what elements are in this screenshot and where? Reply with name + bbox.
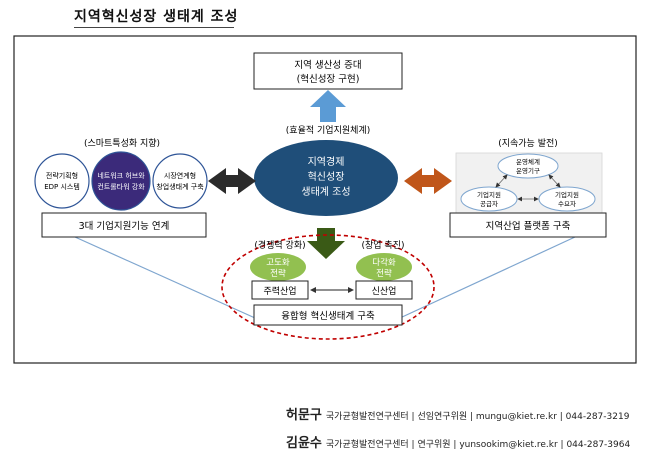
left-circle-startup-line1: 시장연계형	[164, 171, 196, 180]
main-industry-label: 주력산업	[263, 285, 296, 297]
platform-link-right	[548, 174, 561, 188]
platform-supplier-line2: 공급자	[480, 199, 498, 208]
page-title: 지역혁신성장 생태계 조성	[74, 9, 239, 25]
left-circle-startup-line2: 창업생태계 구축	[156, 182, 204, 191]
left-circle-network-line1: 네트워크 허브와	[97, 171, 145, 180]
advancement-oval	[250, 253, 306, 281]
title-underline	[74, 27, 234, 28]
main-industry-box	[251, 280, 309, 300]
center-line2: 혁신성장	[308, 171, 345, 183]
center-caption: (효율적 기업지원체계)	[286, 124, 370, 136]
right-connector-line	[399, 236, 576, 319]
right-platform-label: 지역산업 플랫폼 구축	[486, 220, 571, 232]
platform-operator-line2: 운영기구	[516, 166, 540, 175]
competitiveness-label: (경쟁력 강화)	[254, 239, 305, 251]
down-arrow	[307, 228, 345, 259]
fusion-dashed-ellipse	[221, 234, 435, 340]
right-double-arrow	[404, 168, 452, 194]
left-circle-startup	[152, 153, 208, 209]
platform-operator-line1: 운영체계	[516, 157, 540, 166]
fusion-label: 융합형 혁신생태계 구축	[281, 310, 375, 322]
left-connector-line	[74, 236, 256, 319]
center-ellipse	[254, 140, 398, 216]
platform-supplier-line1: 기업지원	[477, 190, 501, 199]
left-circle-network-line2: 컨트롤타워 강화	[97, 182, 145, 191]
left-caption: (스마트특성화 지향)	[84, 137, 160, 149]
fusion-box	[253, 304, 403, 326]
author-info-2: 국가균형발전연구센터 | 연구위원 | yunsookim@kiet.re.kr…	[325, 440, 631, 450]
right-platform-box	[449, 212, 607, 238]
diversification-line2: 전략	[376, 268, 392, 279]
diversification-line1: 다각화	[372, 257, 396, 268]
advancement-line1: 고도화	[266, 258, 290, 268]
productivity-line2: (혁신성장 구현)	[297, 74, 360, 85]
ecosystem-diagram: 지역 생산성 증대 (혁신성장 구현) (효율적 기업지원체계) 지역경제 혁신…	[13, 35, 637, 364]
platform-demander-line1: 기업지원	[555, 190, 579, 199]
author-name-2: 김윤수	[286, 436, 322, 451]
diversification-oval	[356, 253, 412, 281]
platform-supplier-ellipse	[460, 186, 518, 212]
up-arrow	[310, 90, 346, 122]
right-caption: (지속가능 발전)	[498, 138, 558, 149]
platform-demander-ellipse	[538, 186, 596, 212]
left-double-arrow	[208, 168, 256, 194]
center-line1: 지역경제	[308, 155, 345, 168]
productivity-box	[253, 52, 403, 90]
author-name-1: 허문구	[286, 408, 322, 423]
center-line3: 생태계 조성	[301, 186, 350, 198]
advancement-line2: 전략	[270, 268, 286, 279]
platform-operator-ellipse	[497, 153, 559, 179]
left-circle-edp	[34, 153, 90, 209]
left-support-label: 3대 기업지원기능 연계	[79, 220, 170, 232]
startup-label: (창업 촉진)	[361, 240, 404, 251]
new-industry-box	[355, 280, 413, 300]
productivity-line1: 지역 생산성 증대	[294, 60, 361, 71]
new-industry-label: 신산업	[372, 286, 397, 297]
left-circle-network	[91, 151, 151, 211]
outer-frame	[13, 35, 637, 364]
left-circle-edp-line2: EDP 시스템	[44, 183, 80, 191]
author-info-1: 국가균형발전연구센터 | 선임연구위원 | mungu@kiet.re.kr |…	[325, 412, 630, 422]
left-support-box	[41, 212, 207, 238]
platform-demander-line2: 수요자	[558, 199, 576, 208]
left-circle-edp-line1: 전략기획형	[46, 171, 78, 180]
platform-link-left	[495, 174, 508, 188]
